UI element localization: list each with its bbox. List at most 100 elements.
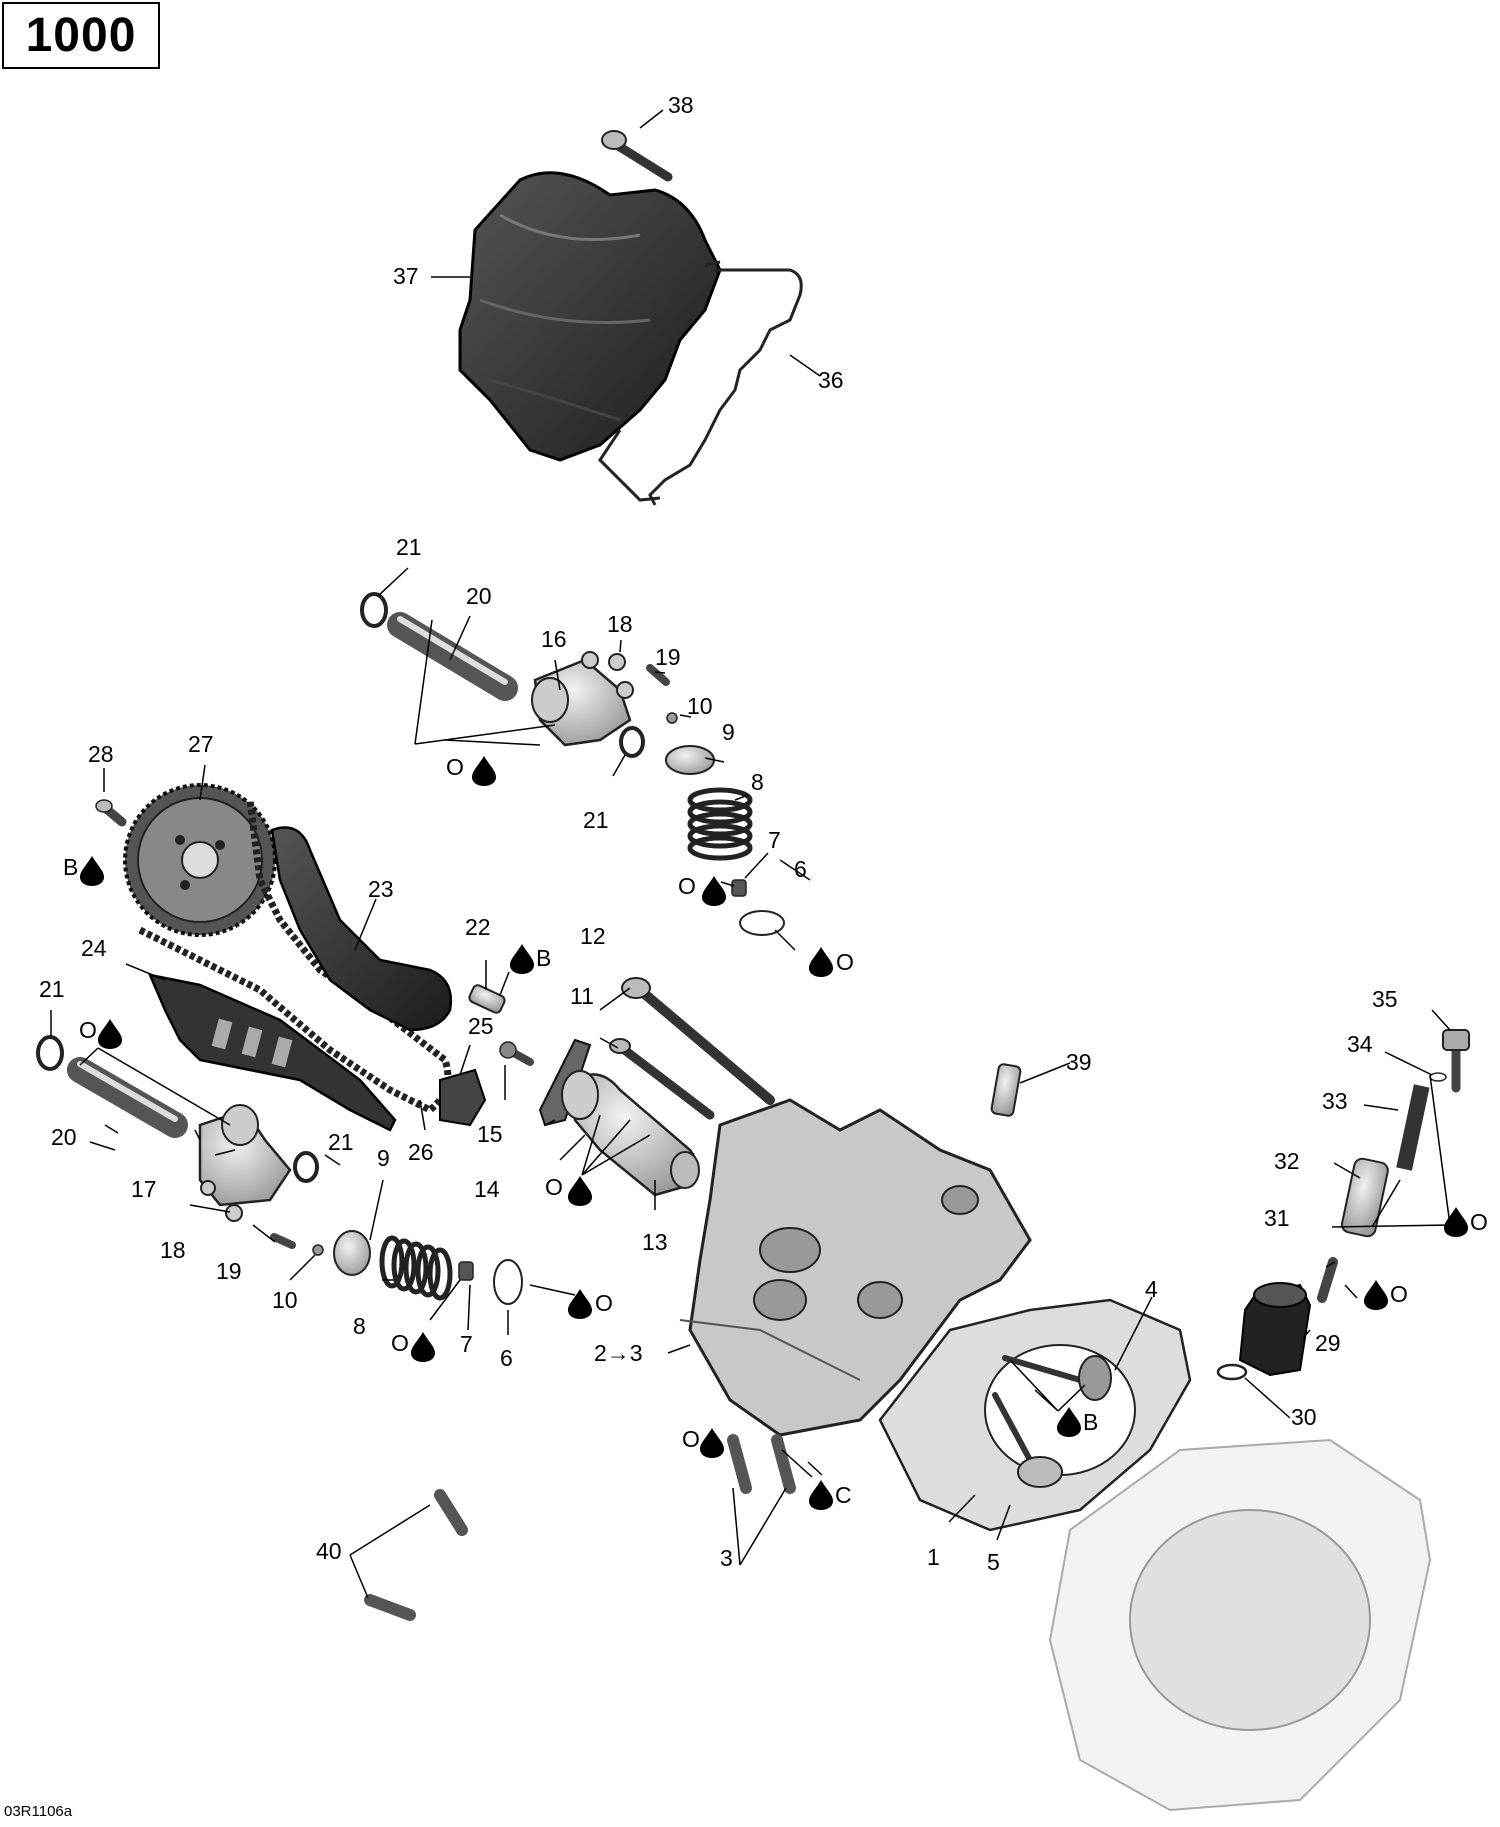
lube-mark-oil: O (568, 1289, 613, 1319)
callout-34: 34 (1347, 1031, 1373, 1057)
callout-27: 27 (188, 731, 214, 757)
callout-20: 20 (466, 583, 492, 609)
callout-7: 7 (768, 827, 781, 853)
callout-29: 29 (1315, 1330, 1341, 1356)
lube-letter-b: B (536, 945, 551, 971)
oil-drop-icon (472, 756, 496, 786)
part-39-spark-plug (990, 1063, 1022, 1117)
callout-26: 26 (408, 1139, 434, 1165)
part-4-exhaust-valve (1002, 1355, 1112, 1401)
lube-letter-o: B (1083, 1409, 1098, 1435)
lube-mark-compound: C (809, 1480, 852, 1510)
part-8-spring-lower (379, 1235, 453, 1301)
lube-letter-b: O (1390, 1281, 1408, 1307)
callout-39: 39 (1066, 1049, 1092, 1075)
callout-36: 36 (818, 367, 844, 393)
callout-3: 3 (720, 1545, 733, 1571)
part-26-chain (138, 799, 452, 1115)
callout-25: 25 (468, 1013, 494, 1039)
part-18-nut-upper (608, 653, 626, 671)
lube-mark-grease: B (63, 854, 104, 886)
lube-letter-o: O (678, 873, 696, 899)
callout-4: 4 (1145, 1276, 1158, 1302)
part-17-rocker-arm (198, 1104, 292, 1207)
callout-15: 15 (477, 1121, 503, 1147)
part-20-shaft-lower (67, 1057, 188, 1138)
leader-lines (50, 109, 1451, 1599)
lube-letter-o: O (1470, 1209, 1488, 1235)
oil-drop-icon (568, 1176, 592, 1206)
lube-mark-oil: O (545, 1174, 592, 1206)
part-40-studs (364, 1489, 468, 1621)
part-5-intake-valve (992, 1392, 1063, 1488)
lube-mark-oil: O (391, 1330, 435, 1362)
part-21-oring-lower (293, 1151, 319, 1183)
lube-letter-c: C (835, 1482, 852, 1508)
part-36-gasket (598, 260, 803, 506)
oil-drop-icon (1364, 1280, 1388, 1310)
callout-16: 16 (541, 626, 567, 652)
callout-5: 5 (987, 1549, 1000, 1575)
part-28-bolt (95, 799, 127, 827)
part-21-oring-upper (360, 592, 388, 628)
callout-9: 9 (377, 1145, 390, 1171)
model-label-box: 1000 (2, 2, 160, 69)
callout-18: 18 (160, 1237, 186, 1263)
callout-30: 30 (1291, 1404, 1317, 1430)
oil-drop-icon (809, 1480, 833, 1510)
callout-6: 6 (794, 856, 807, 882)
oil-drop-icon (411, 1332, 435, 1362)
oil-drop-icon (1444, 1207, 1468, 1237)
oil-drop-icon (1057, 1407, 1081, 1437)
part-15-screw (499, 1041, 534, 1066)
cylinder-head-assembly (679, 1063, 1432, 1812)
part-19-screw-upper (646, 664, 670, 686)
cam-and-bolts (561, 977, 775, 1197)
callout-20: 20 (51, 1124, 77, 1150)
callout-7: 7 (460, 1331, 473, 1357)
part-7-seal-lower (458, 1261, 474, 1281)
part-27-sprocket (123, 783, 277, 937)
callout-6: 6 (500, 1345, 513, 1371)
part-32-plunger (1340, 1157, 1389, 1238)
tensioner-assembly (1216, 1029, 1470, 1381)
oil-drop-icon (80, 856, 104, 886)
callout-labels: 38 37 36 21 20 16 18 19 10 9 8 7 6 21 28… (39, 92, 1398, 1575)
callout-1: 1 (927, 1544, 940, 1570)
lube-mark-compound: O (682, 1426, 724, 1458)
lube-letter-b: B (63, 854, 78, 880)
callout-37: 37 (393, 263, 419, 289)
part-20-shaft-upper (387, 612, 518, 701)
callout-21: 21 (328, 1129, 354, 1155)
oil-drop-icon (568, 1289, 592, 1319)
part-9-retainer-upper (665, 745, 715, 775)
lube-letter-o: O (391, 1330, 409, 1356)
part-33-spring (1396, 1084, 1430, 1171)
part-18-nut-lower (225, 1204, 243, 1222)
oil-drop-icon (700, 1428, 724, 1458)
callout-19: 19 (655, 644, 681, 670)
callout-2-to-3: 2→3 (594, 1340, 643, 1366)
lube-mark-oil: O (1444, 1207, 1488, 1237)
part-35-bolt (1442, 1029, 1470, 1093)
lube-mark-oil: O (446, 754, 496, 786)
part-8-spring-upper (687, 787, 753, 861)
part-10-keeper-upper (666, 712, 678, 724)
callout-10: 10 (272, 1287, 298, 1313)
upper-rocker-parts (360, 592, 785, 936)
lubricant-marks: O O O B B O O (63, 754, 1488, 1510)
part-13-camshaft (561, 1070, 700, 1197)
callout-35: 35 (1372, 986, 1398, 1012)
lower-rocker-parts (36, 1035, 523, 1305)
lube-letter-c: O (682, 1426, 700, 1452)
callout-22: 22 (465, 914, 491, 940)
callout-31: 31 (1264, 1205, 1290, 1231)
lube-letter-o: O (79, 1017, 97, 1043)
callout-8: 8 (353, 1313, 366, 1339)
part-25-tensioner (439, 1068, 487, 1127)
callout-24: 24 (81, 935, 107, 961)
part-34-washer (1429, 1072, 1447, 1082)
lube-letter-o: O (836, 949, 854, 975)
part-7-seal-upper (731, 879, 747, 897)
